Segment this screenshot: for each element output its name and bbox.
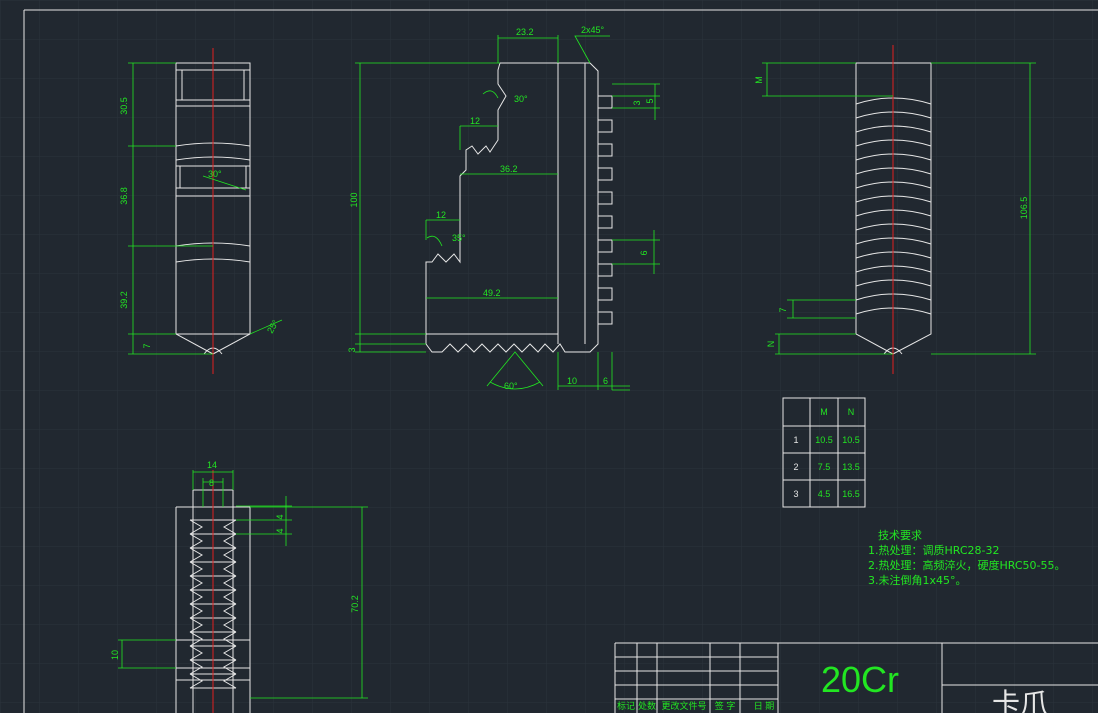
mn-row3-n: 16.5 [842, 489, 860, 499]
tb-col-count: 处数 [638, 700, 656, 711]
front-dim-w6: 6 [603, 376, 608, 386]
tb-material: 20Cr [821, 659, 899, 700]
right-dim-s7: 7 [778, 307, 788, 312]
view-right: M 106.5 7 N [754, 45, 1036, 374]
mn-table: M N 1 10.5 10.5 2 7.5 13.5 3 4.5 16.5 [782, 397, 866, 508]
bottom-dim-lines [118, 470, 368, 699]
bottom-dim-h10: 10 [110, 650, 120, 660]
tb-col-date: 日 期 [754, 701, 775, 711]
left-dim-d4: 7 [142, 343, 152, 348]
mn-row3-idx: 3 [793, 489, 798, 499]
front-dim-t5: 5 [645, 98, 655, 103]
tb-col-sign: 签 字 [715, 700, 736, 711]
mn-row2-m: 7.5 [818, 462, 831, 472]
front-dim-lines [355, 35, 660, 391]
mn-row3-m: 4.5 [818, 489, 831, 499]
mn-header-n: N [848, 407, 855, 417]
front-dim-angle2: 35° [452, 233, 466, 243]
right-dim-lines [762, 62, 1036, 355]
front-angle-arcs [426, 90, 541, 390]
front-dim-step2: 12 [436, 210, 446, 220]
view-bottom: 14 8 4 4 70.2 10 [110, 460, 368, 713]
front-dim-chamfer-top: 2x45° [581, 25, 605, 35]
mn-table-grid [782, 397, 866, 508]
front-dim-height: 100 [349, 192, 359, 207]
right-dim-n: N [766, 341, 776, 348]
left-dim-lines [128, 62, 283, 355]
left-outline [175, 62, 251, 355]
tb-col-mark: 标记 [617, 700, 635, 711]
front-dim-s3: 3 [347, 347, 357, 352]
left-dim-d1: 30.5 [119, 97, 129, 115]
front-dim-width-top: 23.2 [516, 27, 534, 37]
mn-row2-idx: 2 [793, 462, 798, 472]
bottom-dim-h70: 70.2 [350, 595, 360, 613]
front-teeth [426, 63, 613, 344]
left-dim-d2: 36.8 [119, 187, 129, 205]
left-dim-d3: 39.2 [119, 291, 129, 309]
tech-item-3: 3.未注倒角1x45°。 [868, 574, 967, 587]
bottom-dim-w14: 14 [207, 460, 217, 470]
right-dim-height: 106.5 [1019, 197, 1029, 220]
tb-part-name: 卡爪 [992, 687, 1048, 713]
front-dim-step1: 12 [470, 116, 480, 126]
view-front: 23.2 2x45° 100 30° 12 36.2 12 35° 49.2 6… [347, 25, 660, 391]
tech-title: 技术要求 [878, 529, 922, 542]
title-block-grid [614, 642, 1098, 713]
front-dim-tooth-angle: 60° [504, 381, 518, 391]
front-dim-t3: 3 [632, 100, 642, 105]
bottom-teeth [189, 519, 237, 689]
bottom-dim-p4b: 4 [275, 528, 285, 533]
mn-row2-n: 13.5 [842, 462, 860, 472]
mn-row1-idx: 1 [793, 435, 798, 445]
bottom-dim-w8: 8 [209, 478, 214, 488]
drawing-frame [23, 9, 1098, 713]
tech-item-2: 2.热处理：高频淬火，硬度HRC50-55。 [868, 559, 1066, 572]
front-dim-len2: 49.2 [483, 288, 501, 298]
front-outline [425, 62, 599, 353]
mn-header-m: M [820, 407, 828, 417]
bottom-dim-p4a: 4 [275, 514, 285, 519]
right-dim-m: M [754, 76, 764, 84]
tech-item-1: 1.热处理：调质HRC28-32 [868, 544, 1000, 557]
front-dim-w10: 10 [567, 376, 577, 386]
front-dim-len1: 36.2 [500, 164, 518, 174]
title-block: 标记 处数 更改文件号 签 字 日 期 20Cr 卡爪 [614, 642, 1098, 713]
front-dim-t6: 6 [639, 250, 649, 255]
front-dim-angle1: 30° [514, 94, 528, 104]
tb-col-doc: 更改文件号 [661, 700, 706, 711]
left-dim-angle: 30° [208, 169, 222, 179]
mn-row1-n: 10.5 [842, 435, 860, 445]
mn-row1-m: 10.5 [815, 435, 833, 445]
tech-requirements: 技术要求 1.热处理：调质HRC28-32 2.热处理：高频淬火，硬度HRC50… [868, 528, 1066, 588]
